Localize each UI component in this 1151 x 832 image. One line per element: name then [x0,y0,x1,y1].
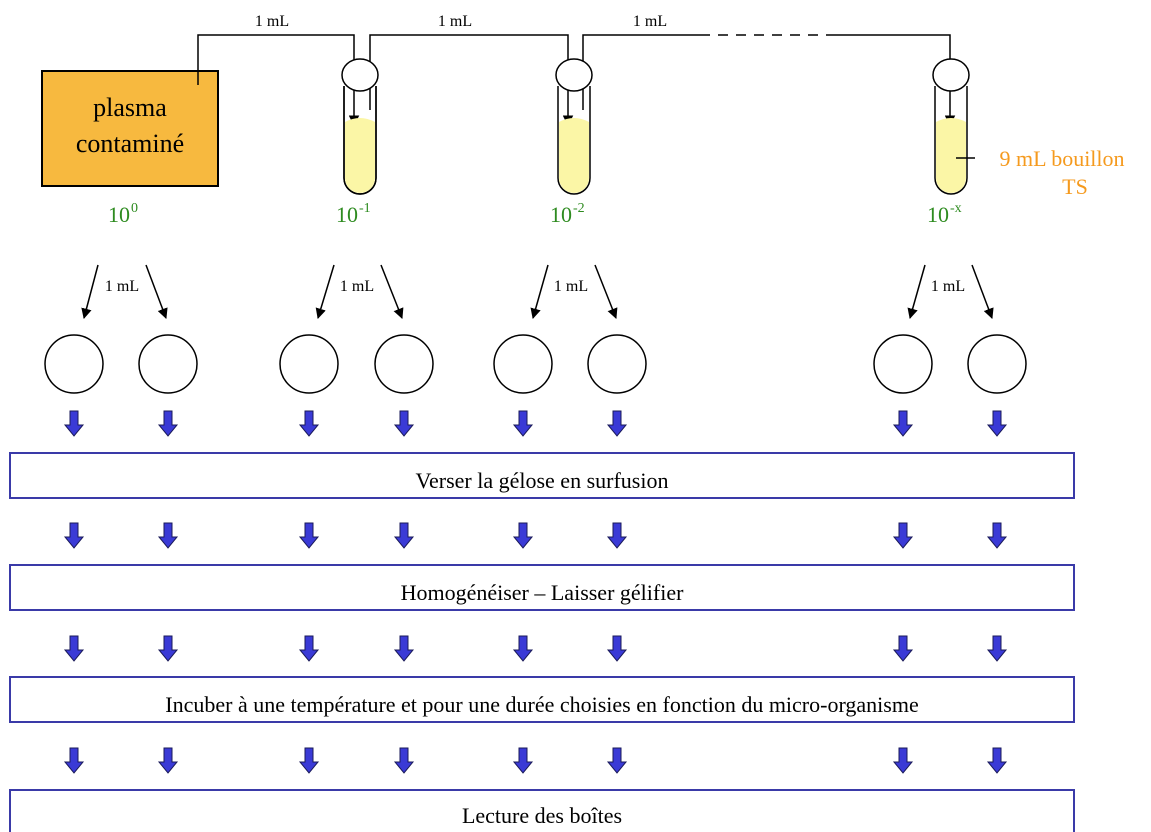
tube-content-label-line2: TS [1062,174,1088,199]
source-box: plasma contaminé [41,70,219,187]
svg-text:10: 10 [336,202,358,227]
petri-dish [873,334,933,394]
down-arrow-icon [63,747,85,774]
down-arrow-icon [393,410,415,437]
svg-text:10: 10 [550,202,572,227]
step-label-3: Incuber à une température et pour une du… [165,692,918,717]
down-arrow-icon [986,522,1008,549]
step-box-1: Verser la gélose en surfusion [9,452,1075,499]
step-label-4: Lecture des boîtes [462,803,622,828]
transfer-volume-label-3: 1 mL [633,13,667,30]
inoculum-volume-label-1: 1 mL [105,278,139,295]
down-arrow-icon [512,410,534,437]
svg-text:10: 10 [927,202,949,227]
source-label-line2: contaminé [76,129,184,158]
inoculation-arrows [81,264,994,320]
inoculum-volume-label-3: 1 mL [554,278,588,295]
petri-dish [967,334,1027,394]
petri-dish [138,334,198,394]
dilution-label-0: 10 0 [108,201,138,227]
down-arrow-icon [393,635,415,662]
down-arrow-icon [606,635,628,662]
down-arrow-icon [157,410,179,437]
petri-dish [587,334,647,394]
tube-1 [341,58,379,195]
dilution-label-x: 10 -x [927,201,962,227]
down-arrow-icon [892,635,914,662]
down-arrow-icon [512,522,534,549]
petri-dish [44,334,104,394]
petri-dishes [44,334,1027,394]
tube-content-label-line1: 9 mL bouillon [999,146,1124,171]
process-arrows [63,410,1008,774]
step-box-3: Incuber à une température et pour une du… [9,676,1075,723]
petri-dish [279,334,339,394]
down-arrow-icon [393,747,415,774]
down-arrow-icon [63,410,85,437]
down-arrow-icon [606,747,628,774]
source-label-line1: plasma [93,93,167,122]
step-label-2: Homogénéiser – Laisser gélifier [401,580,685,605]
svg-text:0: 0 [131,201,138,216]
petri-dish [374,334,434,394]
down-arrow-icon [63,522,85,549]
svg-text:10: 10 [108,202,130,227]
down-arrow-icon [512,747,534,774]
step-box-2: Homogénéiser – Laisser gélifier [9,564,1075,611]
petri-dish [493,334,553,394]
svg-text:-2: -2 [573,201,585,216]
down-arrow-icon [892,522,914,549]
transfer-volume-label-2: 1 mL [438,13,472,30]
down-arrow-icon [298,747,320,774]
tube-x [932,58,970,195]
inoculum-volume-label-4: 1 mL [931,278,965,295]
svg-text:-1: -1 [359,201,371,216]
down-arrow-icon [606,410,628,437]
transfer-volume-label-1: 1 mL [255,13,289,30]
dilution-label-2: 10 -2 [550,201,585,227]
down-arrow-icon [892,747,914,774]
svg-text:-x: -x [950,201,962,216]
down-arrow-icon [63,635,85,662]
step-label-1: Verser la gélose en surfusion [416,468,669,493]
down-arrow-icon [986,635,1008,662]
down-arrow-icon [986,747,1008,774]
down-arrow-icon [892,410,914,437]
down-arrow-icon [986,410,1008,437]
down-arrow-icon [298,410,320,437]
down-arrow-icon [157,635,179,662]
down-arrow-icon [606,522,628,549]
dilution-label-1: 10 -1 [336,201,371,227]
down-arrow-icon [157,747,179,774]
down-arrow-icon [157,522,179,549]
down-arrow-icon [512,635,534,662]
down-arrow-icon [298,635,320,662]
step-box-4: Lecture des boîtes [9,789,1075,832]
inoculum-volume-label-2: 1 mL [340,278,374,295]
down-arrow-icon [298,522,320,549]
tube-2 [555,58,593,195]
down-arrow-icon [393,522,415,549]
